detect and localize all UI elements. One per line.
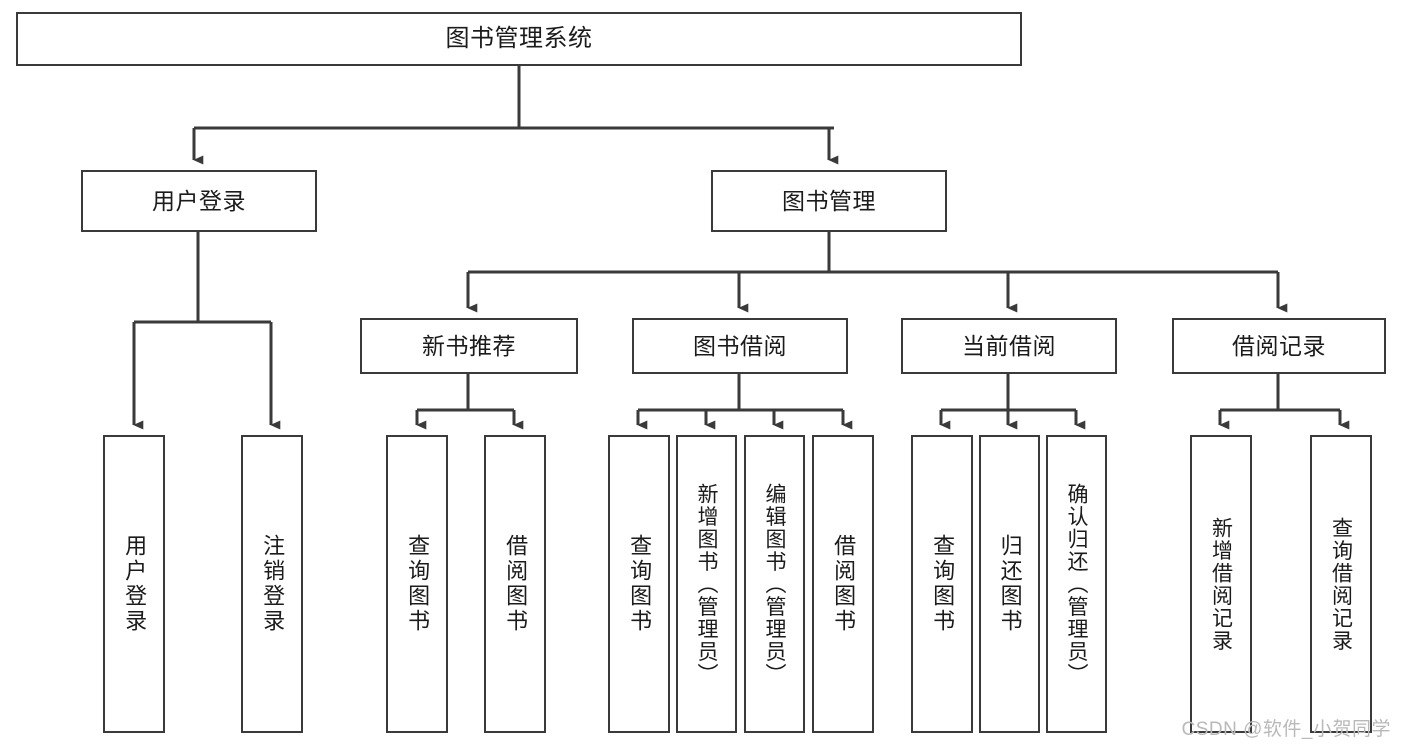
node-label: 用户登录	[152, 187, 246, 214]
node-label: 当前借阅	[962, 332, 1056, 359]
leaf-borrow-book-borrow[interactable]: 借阅图书	[812, 435, 874, 733]
csdn-watermark: CSDN @软件_小贺同学	[1181, 719, 1391, 740]
leaf-confirm-return-admin[interactable]: 确认归还（管理员）	[1046, 435, 1107, 733]
leaf-query-book-borrow[interactable]: 查询图书	[608, 435, 670, 733]
node-root-book-management-system[interactable]: 图书管理系统	[16, 12, 1022, 66]
leaf-query-book-recommend[interactable]: 查询图书	[386, 435, 448, 733]
node-book-management[interactable]: 图书管理	[711, 170, 947, 232]
node-book-borrow[interactable]: 图书借阅	[632, 318, 848, 374]
node-label: 图书管理系统	[445, 25, 593, 53]
node-label: 图书管理	[782, 187, 876, 214]
node-label: 图书借阅	[693, 332, 787, 359]
node-new-book-recommend[interactable]: 新书推荐	[360, 318, 578, 374]
leaf-add-book-admin[interactable]: 新增图书（管理员）	[676, 435, 737, 733]
node-label: 借阅记录	[1232, 332, 1326, 359]
leaf-borrow-book-recommend[interactable]: 借阅图书	[484, 435, 546, 733]
node-label: 查询借阅记录	[1329, 516, 1353, 652]
node-borrow-record[interactable]: 借阅记录	[1172, 318, 1386, 374]
node-current-borrow[interactable]: 当前借阅	[901, 318, 1117, 374]
node-label: 确认归还（管理员）	[1065, 482, 1089, 686]
leaf-query-borrow-record[interactable]: 查询借阅记录	[1310, 435, 1372, 733]
leaf-user-login[interactable]: 用户登录	[103, 435, 165, 733]
node-label: 借阅图书	[831, 534, 857, 634]
node-label: 查询图书	[930, 534, 956, 634]
node-label: 注销登录	[260, 534, 286, 634]
node-label: 查询图书	[405, 534, 431, 634]
node-user-login[interactable]: 用户登录	[81, 170, 317, 232]
leaf-edit-book-admin[interactable]: 编辑图书（管理员）	[744, 435, 805, 733]
node-label: 新增借阅记录	[1209, 516, 1233, 652]
leaf-add-borrow-record[interactable]: 新增借阅记录	[1190, 435, 1252, 733]
node-label: 编辑图书（管理员）	[763, 482, 787, 686]
node-label: 查询图书	[627, 534, 653, 634]
node-label: 归还图书	[997, 534, 1023, 634]
leaf-return-book[interactable]: 归还图书	[979, 435, 1040, 733]
leaf-user-logout[interactable]: 注销登录	[241, 435, 303, 733]
leaf-query-book-current[interactable]: 查询图书	[911, 435, 973, 733]
node-label: 新增图书（管理员）	[695, 482, 719, 686]
node-label: 借阅图书	[503, 534, 529, 634]
node-label: 用户登录	[122, 534, 148, 634]
node-label: 新书推荐	[422, 332, 516, 359]
